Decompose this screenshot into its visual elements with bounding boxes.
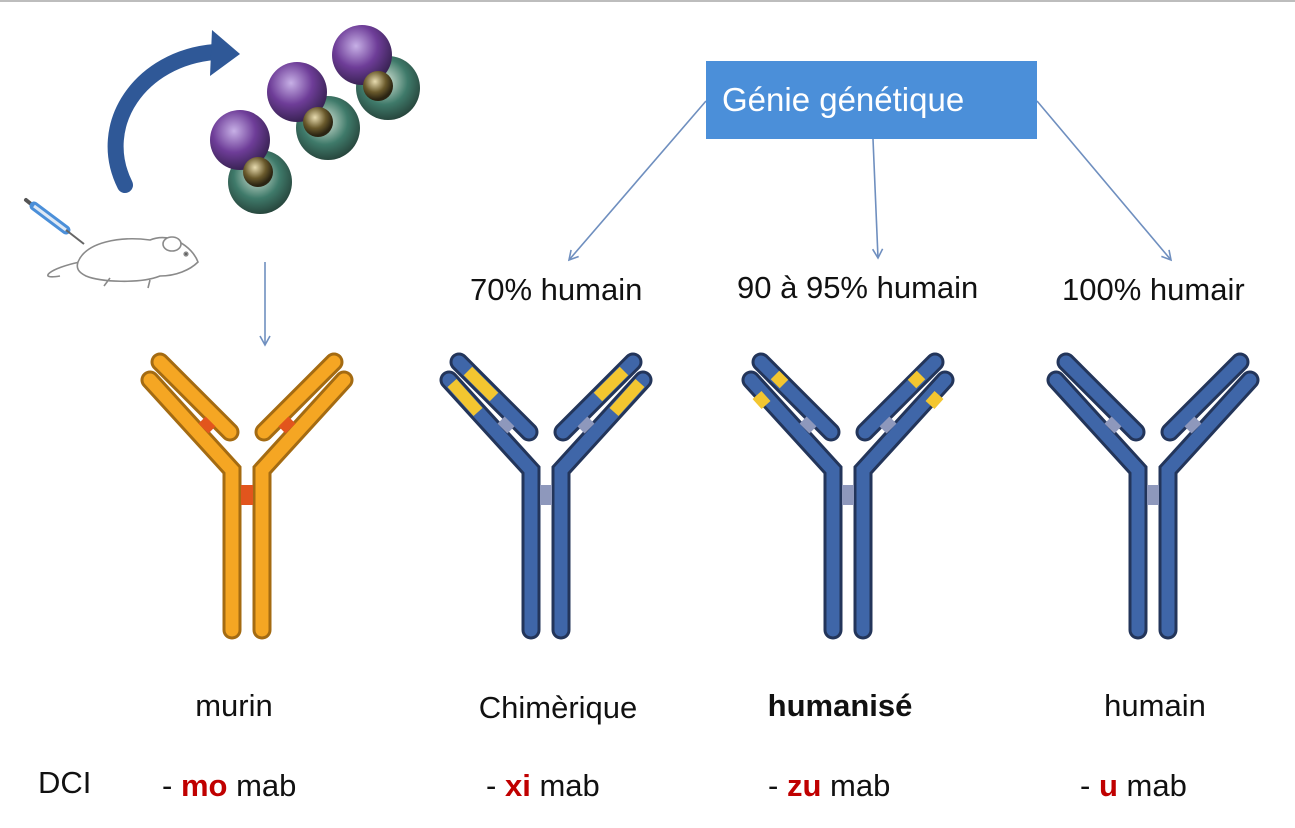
dci-dash: - <box>162 768 173 803</box>
dci-label: DCI <box>38 765 92 800</box>
mouse-icon <box>47 236 199 289</box>
dci-suffix: mab <box>1126 768 1187 803</box>
curved-arrow-icon <box>107 30 240 193</box>
antibody-humanized <box>741 352 955 640</box>
arrow-to-humanized <box>871 138 884 260</box>
dci-suffix: mab <box>830 768 891 803</box>
dci-human: - u mab <box>1080 768 1187 804</box>
percent-human: 100% humair <box>1062 272 1245 307</box>
dci-suffix: mab <box>539 768 600 803</box>
percent-chimeric: 70% humain <box>470 272 643 307</box>
arrow-to-chimeric <box>567 100 707 262</box>
dci-prefix-humanized: zu <box>786 768 822 803</box>
antibody-human <box>1046 352 1260 640</box>
dci-dash: - <box>1080 768 1091 803</box>
label-chimeric: Chimèrique <box>478 690 638 725</box>
dci-humanized: - zu mab <box>768 768 890 804</box>
dci-dash: - <box>486 768 497 803</box>
genetic-engineering-box: Génie génétique <box>706 61 1037 139</box>
label-murine: murin <box>195 688 273 723</box>
hybridoma-cells-icon <box>210 25 420 214</box>
syringe-icon <box>24 198 85 245</box>
engineering-arrows <box>259 100 1173 347</box>
dci-chimeric: - xi mab <box>486 768 600 804</box>
antibody-murine <box>140 352 354 640</box>
genetic-engineering-label: Génie génétique <box>722 81 965 118</box>
dci-prefix-murine: mo <box>180 768 228 803</box>
label-human: humain <box>1104 688 1206 723</box>
antibody-chimeric <box>439 352 653 640</box>
dci-prefix-chimeric: xi <box>504 768 531 803</box>
arrow-to-human <box>1036 100 1173 262</box>
dci-suffix: mab <box>236 768 297 803</box>
dci-prefix-human: u <box>1098 768 1118 803</box>
percent-humanized: 90 à 95% humain <box>737 270 979 305</box>
dci-dash: - <box>768 768 779 803</box>
top-border <box>0 0 1295 2</box>
dci-murine: - mo mab <box>162 768 296 804</box>
label-humanized: humanisé <box>767 688 913 723</box>
